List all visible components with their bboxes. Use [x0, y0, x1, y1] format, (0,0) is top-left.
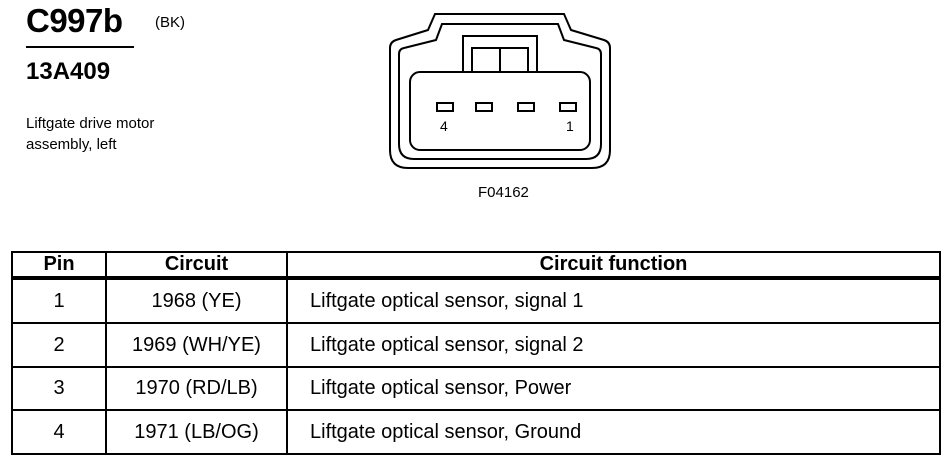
- header-circuit-function: Circuit function: [286, 251, 941, 280]
- function-cell: Liftgate optical sensor, signal 2: [286, 322, 941, 368]
- pin-cell: 3: [11, 365, 107, 412]
- header-pin: Pin: [11, 251, 107, 280]
- table-row: 2 1969 (WH/YE) Liftgate optical sensor, …: [11, 322, 941, 368]
- circuit-cell: 1970 (RD/LB): [105, 365, 288, 412]
- housing-inner: [398, 23, 602, 160]
- connector-face-diagram: 4 1: [389, 13, 611, 169]
- part-number: 13A409: [26, 58, 111, 85]
- table-row: 4 1971 (LB/OG) Liftgate optical sensor, …: [11, 409, 941, 455]
- function-cell: Liftgate optical sensor, signal 1: [286, 276, 941, 325]
- pin-label-4: 4: [440, 118, 448, 134]
- function-cell: Liftgate optical sensor, Power: [286, 365, 941, 412]
- circuit-cell: 1968 (YE): [105, 276, 288, 325]
- circuit-cell: 1969 (WH/YE): [105, 322, 288, 368]
- color-code: (BK): [155, 14, 185, 31]
- pin-label-1: 1: [566, 118, 574, 134]
- description-line-1: Liftgate drive motor: [26, 115, 155, 132]
- circuit-cell: 1971 (LB/OG): [105, 409, 288, 455]
- pin-cell: 1: [11, 276, 107, 325]
- table-row: 1 1968 (YE) Liftgate optical sensor, sig…: [11, 276, 941, 325]
- table-header-row: Pin Circuit Circuit function: [11, 251, 941, 280]
- housing-outer: [389, 13, 611, 169]
- description-line-2: assembly, left: [26, 136, 117, 153]
- pin-slot-4: [436, 102, 454, 112]
- title-underline: [26, 46, 134, 48]
- pin-slot-1: [559, 102, 577, 112]
- header-circuit: Circuit: [105, 251, 288, 280]
- pin-cell: 4: [11, 409, 107, 455]
- table-row: 3 1970 (RD/LB) Liftgate optical sensor, …: [11, 365, 941, 412]
- connector-id: C997b: [26, 2, 123, 39]
- component-description: Liftgate drive motor assembly, left: [26, 113, 154, 155]
- pin-slot-3: [475, 102, 493, 112]
- terminal-cavity: [409, 71, 591, 151]
- figure-code: F04162: [478, 184, 529, 201]
- pin-cell: 2: [11, 322, 107, 368]
- pin-slot-2: [517, 102, 535, 112]
- pinout-table: Pin Circuit Circuit function 1 1968 (YE)…: [11, 251, 941, 455]
- function-cell: Liftgate optical sensor, Ground: [286, 409, 941, 455]
